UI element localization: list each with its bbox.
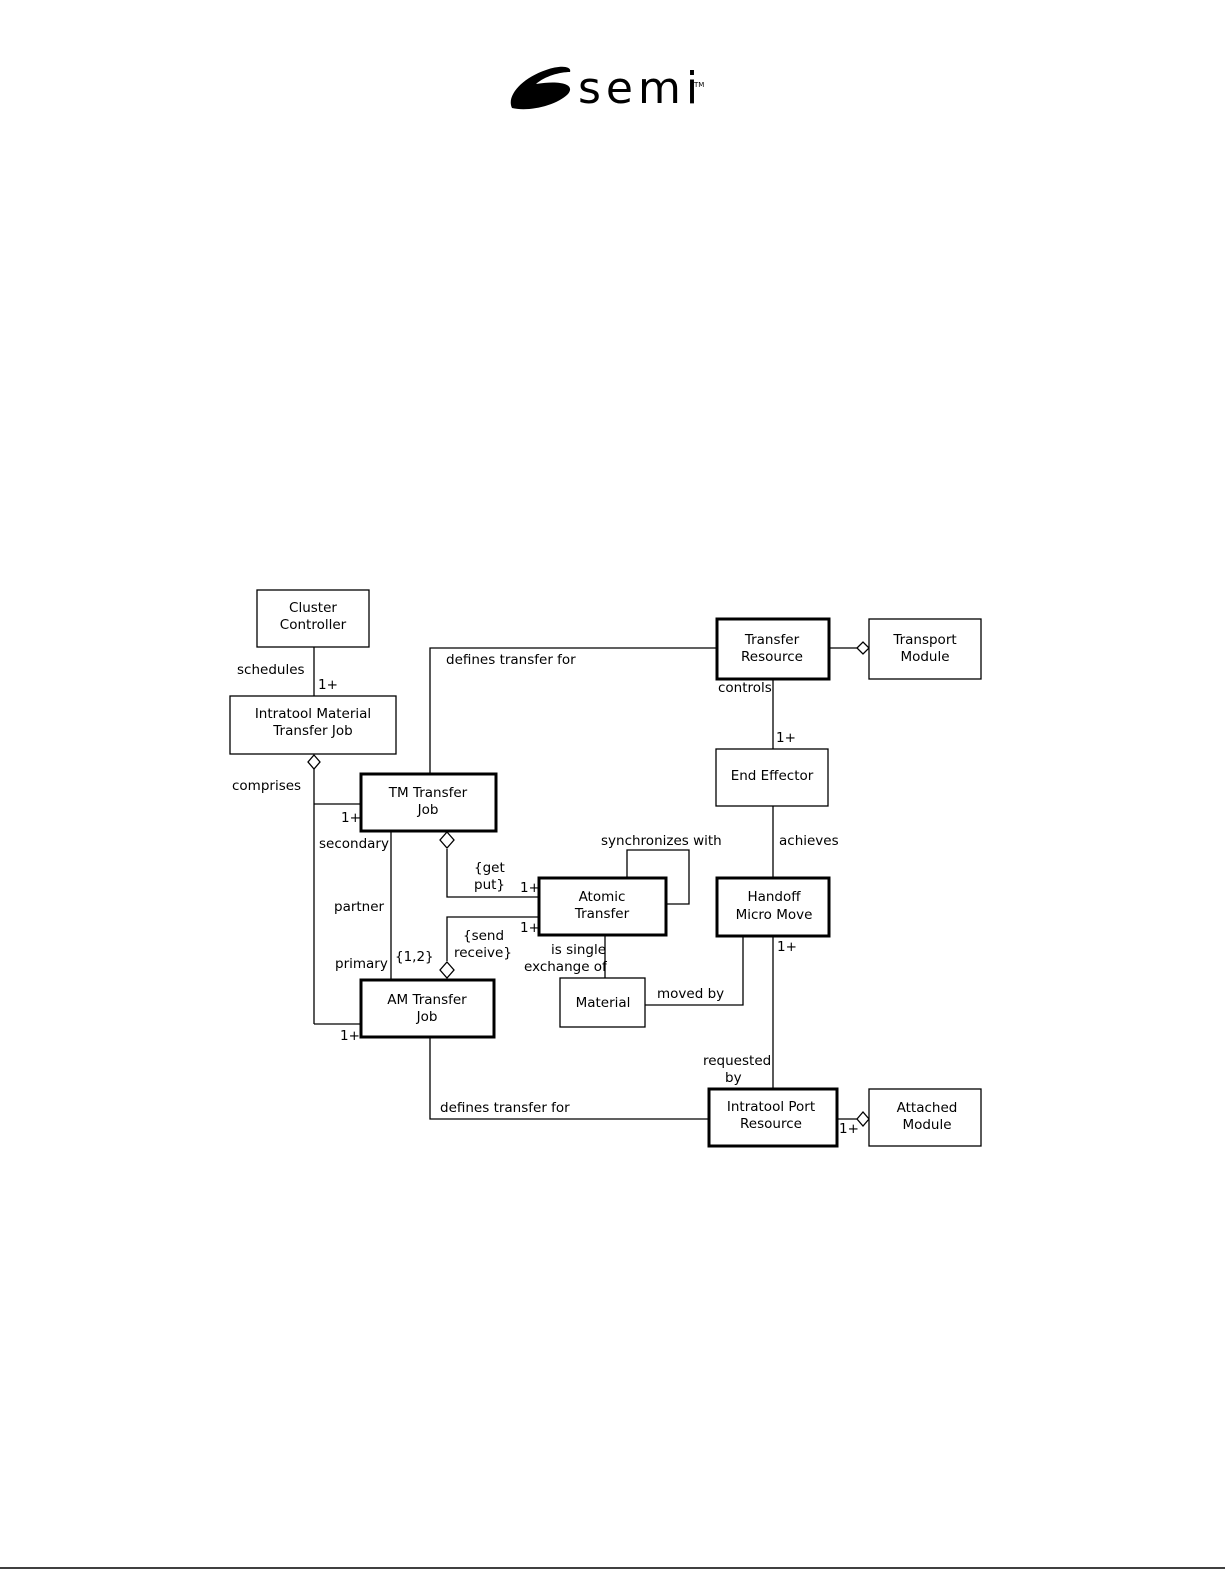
class-label-line: Intratool Material xyxy=(255,706,371,722)
class-label-line: Micro Move xyxy=(736,907,813,923)
send-receive-label: {send xyxy=(463,928,504,944)
comprises-label: comprises xyxy=(232,778,301,794)
defines-transfer-for-top-line xyxy=(429,647,717,774)
class-label-line: End Effector xyxy=(731,768,814,784)
partner-label: partner xyxy=(334,899,385,915)
schedules-label: schedules xyxy=(237,662,305,678)
class-label-line: Module xyxy=(902,1117,951,1133)
class-label-line: Job xyxy=(416,1009,438,1025)
schedules-multiplicity: 1+ xyxy=(318,677,338,693)
synchronizes-with-label: synchronizes with xyxy=(601,833,722,849)
comprises-diamond-icon xyxy=(307,754,321,770)
class-label-line: Job xyxy=(417,802,439,818)
class-label-line: Controller xyxy=(280,617,347,633)
class-label-line: AM Transfer xyxy=(387,992,467,1008)
defines-transfer-for-bottom-line xyxy=(429,1037,709,1120)
controls-label: controls xyxy=(718,680,772,696)
achieves-label: achieves xyxy=(779,833,839,849)
semi-logo: semi TM xyxy=(510,63,704,114)
class-cluster-controller: Cluster Controller xyxy=(256,589,370,648)
class-transfer-resource: Transfer Resource xyxy=(715,617,831,681)
comprises-tm-multiplicity: 1+ xyxy=(341,810,361,826)
class-label-line: Attached xyxy=(897,1100,958,1116)
partner-multiplicity: {1,2} xyxy=(395,949,434,965)
get-put-label: {get xyxy=(474,860,505,876)
class-label-line: Handoff xyxy=(747,889,801,905)
get-put-line xyxy=(446,849,539,898)
send-receive-diamond-icon xyxy=(439,961,455,979)
moved-by-line xyxy=(645,936,744,1006)
class-label-line: Resource xyxy=(740,1116,802,1132)
class-tm-transfer-job: TM Transfer Job xyxy=(359,772,498,833)
secondary-role-label: secondary xyxy=(319,836,389,852)
class-label-line: Transfer xyxy=(744,632,800,648)
class-label-line: Cluster xyxy=(289,600,337,616)
aggregation-diamonds xyxy=(307,641,870,1127)
get-put-label: put} xyxy=(474,877,505,893)
logo-wordmark: semi xyxy=(578,63,703,114)
controls-multiplicity: 1+ xyxy=(776,730,796,746)
transport-diamond-icon xyxy=(856,641,870,655)
class-am-transfer-job: AM Transfer Job xyxy=(359,978,496,1039)
class-label-line: Intratool Port xyxy=(727,1099,815,1115)
association-labels: schedules 1+ comprises 1+ 1+ defines tra… xyxy=(232,652,859,1137)
association-lines xyxy=(313,647,857,1120)
class-label-line: Resource xyxy=(741,649,803,665)
class-attached-module: Attached Module xyxy=(868,1088,982,1147)
exchange-of-label: is single xyxy=(551,942,606,958)
class-transport-module: Transport Module xyxy=(868,618,982,680)
class-label-line: Atomic xyxy=(579,889,626,905)
get-put-diamond-icon xyxy=(439,831,455,849)
exchange-of-label: exchange of xyxy=(524,959,608,975)
class-material: Material xyxy=(559,977,646,1028)
defines-transfer-for-top-label: defines transfer for xyxy=(446,652,576,668)
class-handoff-micro-move: Handoff Micro Move xyxy=(715,876,831,938)
primary-role-label: primary xyxy=(335,956,388,972)
class-label-line: Transfer xyxy=(574,906,630,922)
requested-by-label: by xyxy=(725,1070,742,1086)
class-label-line: Transfer Job xyxy=(272,723,352,739)
attached-module-multiplicity: 1+ xyxy=(839,1121,859,1137)
handoff-multiplicity: 1+ xyxy=(777,939,797,955)
semi-swoosh-icon xyxy=(510,66,571,110)
send-receive-label: receive} xyxy=(454,945,512,961)
requested-by-label: requested xyxy=(703,1053,771,1069)
class-label-line: TM Transfer xyxy=(388,785,468,801)
logo-trademark: TM xyxy=(693,81,704,89)
send-receive-multiplicity: 1+ xyxy=(520,920,540,936)
synchronizes-with-loop xyxy=(626,849,690,905)
class-label-line: Module xyxy=(900,649,949,665)
defines-transfer-for-bottom-label: defines transfer for xyxy=(440,1100,570,1116)
class-atomic-transfer: Atomic Transfer xyxy=(537,876,668,937)
moved-by-label: moved by xyxy=(657,986,724,1002)
class-intratool-material-transfer-job: Intratool Material Transfer Job xyxy=(229,695,397,755)
class-intratool-port-resource: Intratool Port Resource xyxy=(707,1087,839,1148)
comprises-am-multiplicity: 1+ xyxy=(340,1028,360,1044)
class-end-effector: End Effector xyxy=(715,748,829,807)
class-label-line: Material xyxy=(576,995,631,1011)
get-put-multiplicity: 1+ xyxy=(520,880,540,896)
send-receive-line xyxy=(446,916,539,961)
class-label-line: Transport xyxy=(892,632,956,648)
